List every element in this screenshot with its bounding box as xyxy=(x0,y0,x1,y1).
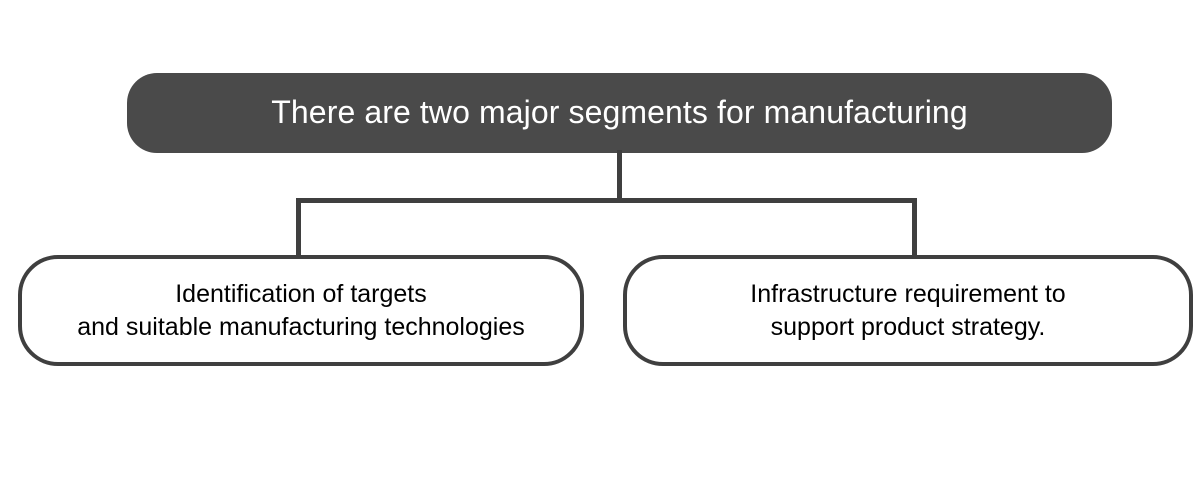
child-node-right-label: Infrastructure requirement to support pr… xyxy=(750,279,1066,341)
connector-drop-right xyxy=(912,198,917,258)
connector-horizontal-rail xyxy=(296,198,917,203)
child-node-left[interactable]: Identification of targets and suitable m… xyxy=(18,255,584,366)
connector-stem-vertical xyxy=(617,150,622,202)
child-node-right[interactable]: Infrastructure requirement to support pr… xyxy=(623,255,1193,366)
connector-drop-left xyxy=(296,198,301,258)
root-node[interactable]: There are two major segments for manufac… xyxy=(127,73,1112,153)
child-node-left-label: Identification of targets and suitable m… xyxy=(77,279,525,341)
root-node-label: There are two major segments for manufac… xyxy=(271,94,968,131)
